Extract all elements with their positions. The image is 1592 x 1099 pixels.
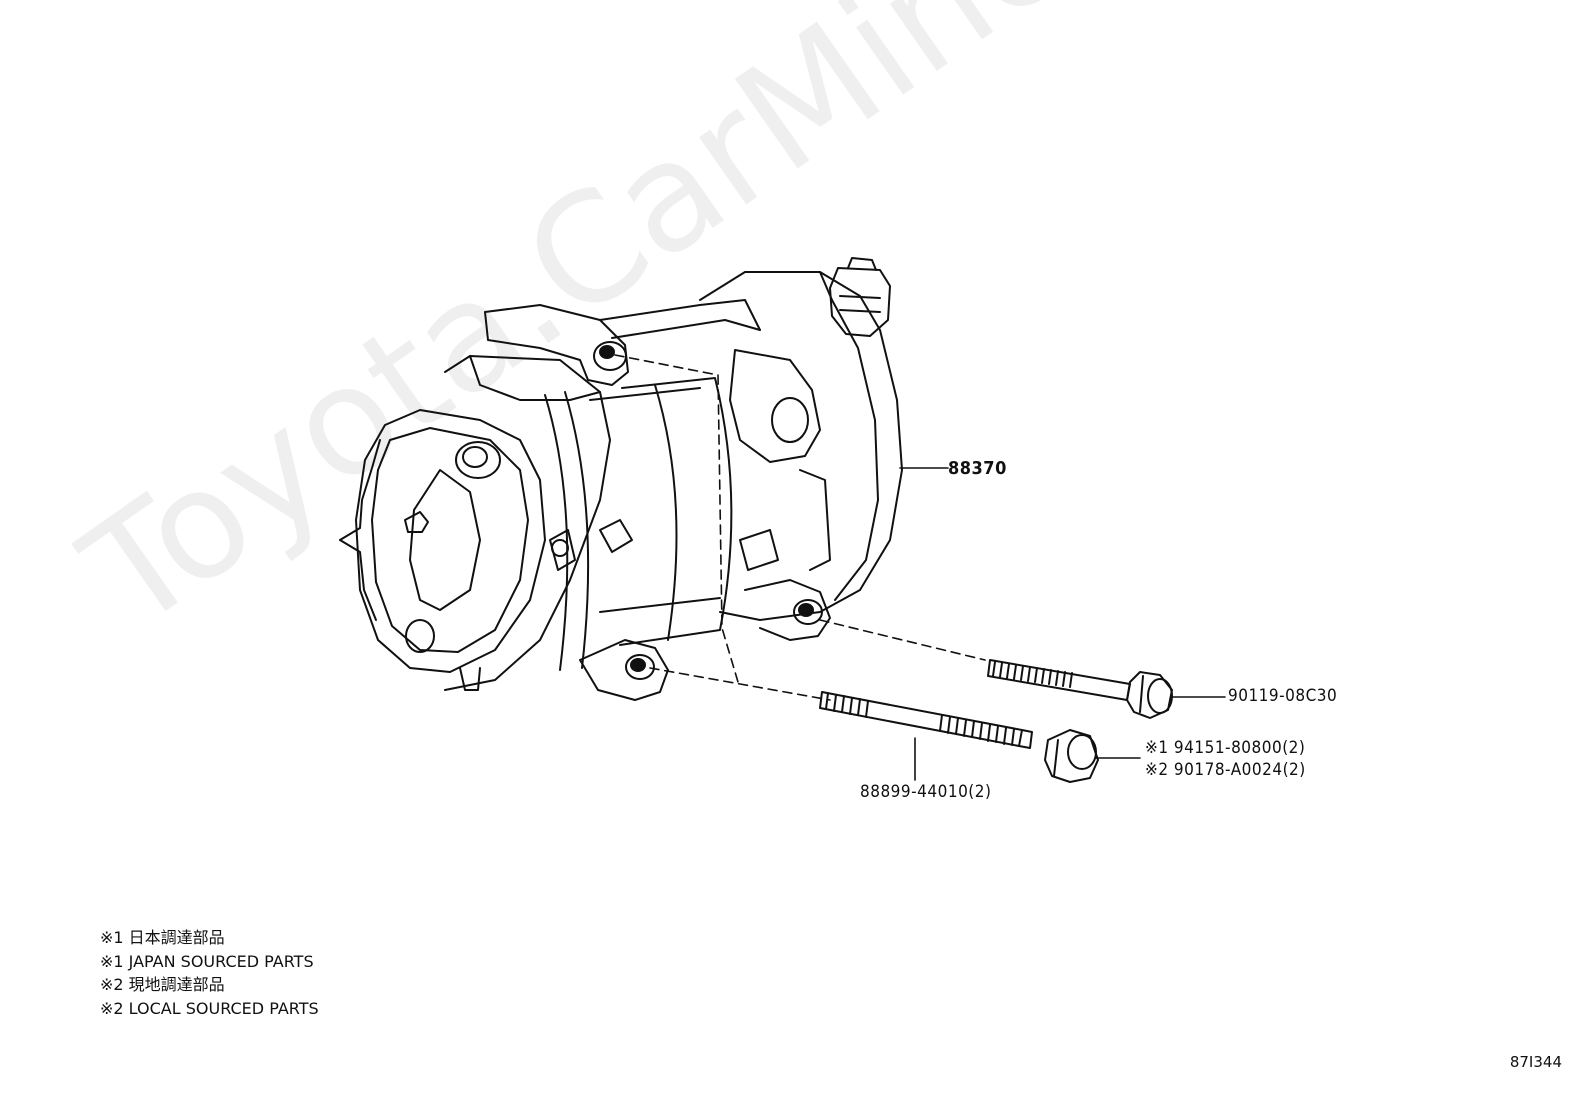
stud-88899-44010[interactable] <box>819 691 1033 749</box>
bolt-90119-08c30[interactable] <box>987 659 1173 719</box>
part-label-nut-line2[interactable]: ※2 90178-A0024(2) <box>1145 760 1306 780</box>
legend-item: ※2 LOCAL SOURCED PARTS <box>100 998 319 1018</box>
legend-item: ※2 現地調達部品 <box>100 975 225 994</box>
legend-item: ※1 JAPAN SOURCED PARTS <box>100 951 314 971</box>
legend: ※1 日本調達部品 ※1 JAPAN SOURCED PARTS ※2 現地調達… <box>100 926 319 1020</box>
alignment-dashed-lines <box>614 354 986 701</box>
leader-lines <box>899 467 1226 781</box>
nut-94151-90178[interactable] <box>1044 729 1099 783</box>
part-label-88370[interactable]: 88370 <box>948 458 1007 479</box>
part-label-nut-line1[interactable]: ※1 94151-80800(2) <box>1145 738 1306 758</box>
legend-item: ※1 日本調達部品 <box>100 928 225 947</box>
diagram-id: 87I344 <box>1509 1053 1562 1071</box>
part-label-90119-08c30[interactable]: 90119-08C30 <box>1228 686 1338 706</box>
part-label-88899-44010[interactable]: 88899-44010(2) <box>860 782 992 802</box>
compressor-88370[interactable] <box>339 257 903 701</box>
